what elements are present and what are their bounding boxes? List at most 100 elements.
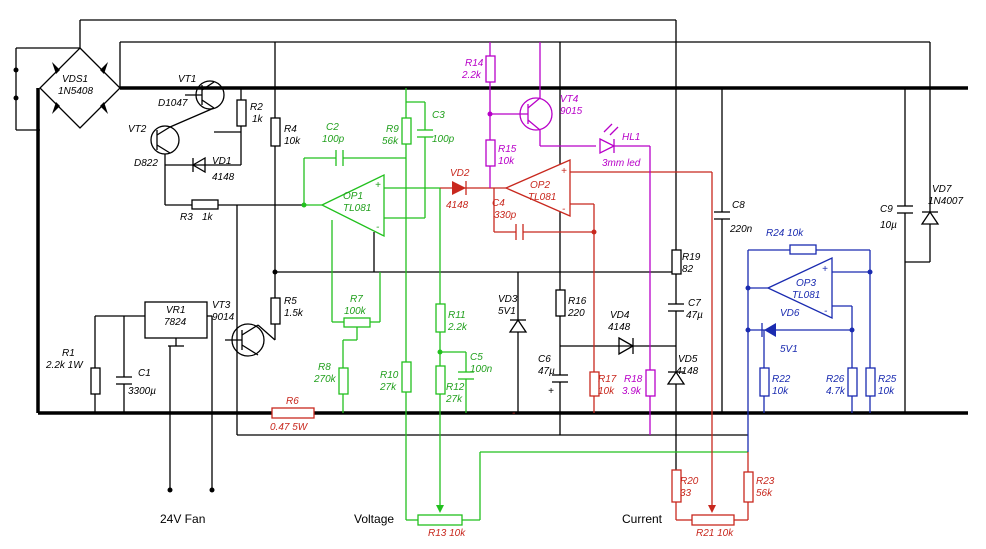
vt2-part: D822 xyxy=(134,158,158,169)
op1-label: OP1 xyxy=(343,191,363,202)
r3-value: 1k xyxy=(202,212,214,223)
op1-minus: - xyxy=(376,222,380,233)
r2-label: R2 xyxy=(250,102,263,113)
op1-part: TL081 xyxy=(343,203,371,214)
resistor-r8 xyxy=(338,367,349,395)
r1-value: 2.2k 1W xyxy=(45,360,84,371)
vd3-label: VD3 xyxy=(498,294,518,305)
r15-value: 10k xyxy=(498,156,515,167)
c6-value: 47µ xyxy=(538,366,555,377)
r26-label: R26 xyxy=(826,374,845,385)
power-circuit: VDS1 1N5408 VT1 D1047 R2 1k VT2 D822 VD1… xyxy=(13,19,968,526)
r7-label: R7 xyxy=(350,294,363,305)
r25-label: R25 xyxy=(878,374,897,385)
bridge-rectifier-vds1 xyxy=(39,47,121,129)
vd7-label: VD7 xyxy=(932,184,952,195)
resistor-r14 xyxy=(485,55,496,83)
r25-value: 10k xyxy=(878,386,895,397)
r26-value: 4.7k xyxy=(826,386,846,397)
resistor-r6 xyxy=(271,407,315,419)
c6-minus: - xyxy=(512,408,516,419)
resistor-r26 xyxy=(847,367,858,397)
op1-plus: + xyxy=(375,180,381,191)
resistor-r22 xyxy=(759,367,770,397)
vd2-label: VD2 xyxy=(450,168,470,179)
resistor-r25 xyxy=(865,367,876,397)
vt3-part: 9014 xyxy=(212,312,235,323)
r9-value: 56k xyxy=(382,136,399,147)
vd5-value: 4148 xyxy=(676,366,699,377)
op3-circuit: R24 10k OP3 TL081 + - VD6 5V1 R22 10k R2… xyxy=(745,228,897,452)
vd6-value: 5V1 xyxy=(780,344,798,355)
r14-value: 2.2k xyxy=(461,70,482,81)
r5-label: R5 xyxy=(284,296,297,307)
resistor-r2 xyxy=(236,99,247,127)
r4-label: R4 xyxy=(284,124,297,135)
current-control-loop: VD2 4148 OP2 TL081 + - C4 330p R17 10k R… xyxy=(440,159,775,539)
c9-value: 10µ xyxy=(880,220,897,231)
c5-label: C5 xyxy=(470,352,483,363)
opamp-op3 xyxy=(766,256,833,320)
regulator-vr1 xyxy=(144,301,208,339)
shunt-r6: R6 0.47 5W xyxy=(270,396,315,433)
op3-plus: + xyxy=(822,264,828,275)
led-hl1 xyxy=(599,137,616,155)
r9-label: R9 xyxy=(386,124,399,135)
r11-label: R11 xyxy=(448,310,466,321)
c1-value: 3300µ xyxy=(128,386,156,397)
vt4-label: VT4 xyxy=(560,94,579,105)
resistor-r23 xyxy=(743,471,754,503)
op2-plus: + xyxy=(561,166,567,177)
c5-value: 100n xyxy=(470,364,493,375)
potentiometer-r13 xyxy=(417,514,463,526)
r24-label: R24 10k xyxy=(766,228,804,239)
r20-value: 33 xyxy=(680,488,692,499)
r12-value: 27k xyxy=(445,394,463,405)
resistor-r4 xyxy=(270,117,281,147)
r17-label: R17 xyxy=(598,374,617,385)
resistor-r10 xyxy=(401,361,412,393)
r19-label: R19 xyxy=(682,252,701,263)
c7-label: C7 xyxy=(688,298,701,309)
vd5-label: VD5 xyxy=(678,354,698,365)
r23-label: R23 xyxy=(756,476,775,487)
r13-label: R13 10k xyxy=(428,528,466,539)
r6-label: R6 xyxy=(286,396,299,407)
vt4-part: 9015 xyxy=(560,106,583,117)
c4-label: C4 xyxy=(492,198,505,209)
potentiometer-r21 xyxy=(691,514,735,526)
c9-label: C9 xyxy=(880,204,893,215)
vd6-label: VD6 xyxy=(780,308,800,319)
r5-value: 1.5k xyxy=(284,308,304,319)
resistor-r18 xyxy=(645,369,656,397)
vds1-part: 1N5408 xyxy=(58,86,93,97)
r23-value: 56k xyxy=(756,488,773,499)
vr1-value: 7824 xyxy=(164,317,187,328)
r11-value: 2.2k xyxy=(447,322,468,333)
c6-polarity: + xyxy=(548,386,554,397)
hl1-label: HL1 xyxy=(622,132,640,143)
c2-value: 100p xyxy=(322,134,345,145)
op2-minus: - xyxy=(562,204,566,215)
resistor-r16 xyxy=(555,289,566,317)
c3-label: C3 xyxy=(432,110,445,121)
r21-label: R21 10k xyxy=(696,528,734,539)
resistor-r3 xyxy=(191,199,219,210)
resistor-r24 xyxy=(789,244,817,255)
resistor-r19 xyxy=(671,249,682,275)
voltage-label: Voltage xyxy=(354,512,394,526)
vd4-value: 4148 xyxy=(608,322,631,333)
r20-label: R20 xyxy=(680,476,699,487)
r8-value: 270k xyxy=(313,374,337,385)
opamp-op1 xyxy=(320,173,385,238)
vd4-label: VD4 xyxy=(610,310,630,321)
c3-value: 100p xyxy=(432,134,455,145)
r8-label: R8 xyxy=(318,362,331,373)
c6-label: C6 xyxy=(538,354,551,365)
op3-label: OP3 xyxy=(796,278,816,289)
resistor-r1 xyxy=(90,367,101,395)
resistor-r11 xyxy=(435,303,446,333)
vt1-label: VT1 xyxy=(178,74,196,85)
r16-label: R16 xyxy=(568,296,587,307)
resistor-r7 xyxy=(343,317,371,328)
